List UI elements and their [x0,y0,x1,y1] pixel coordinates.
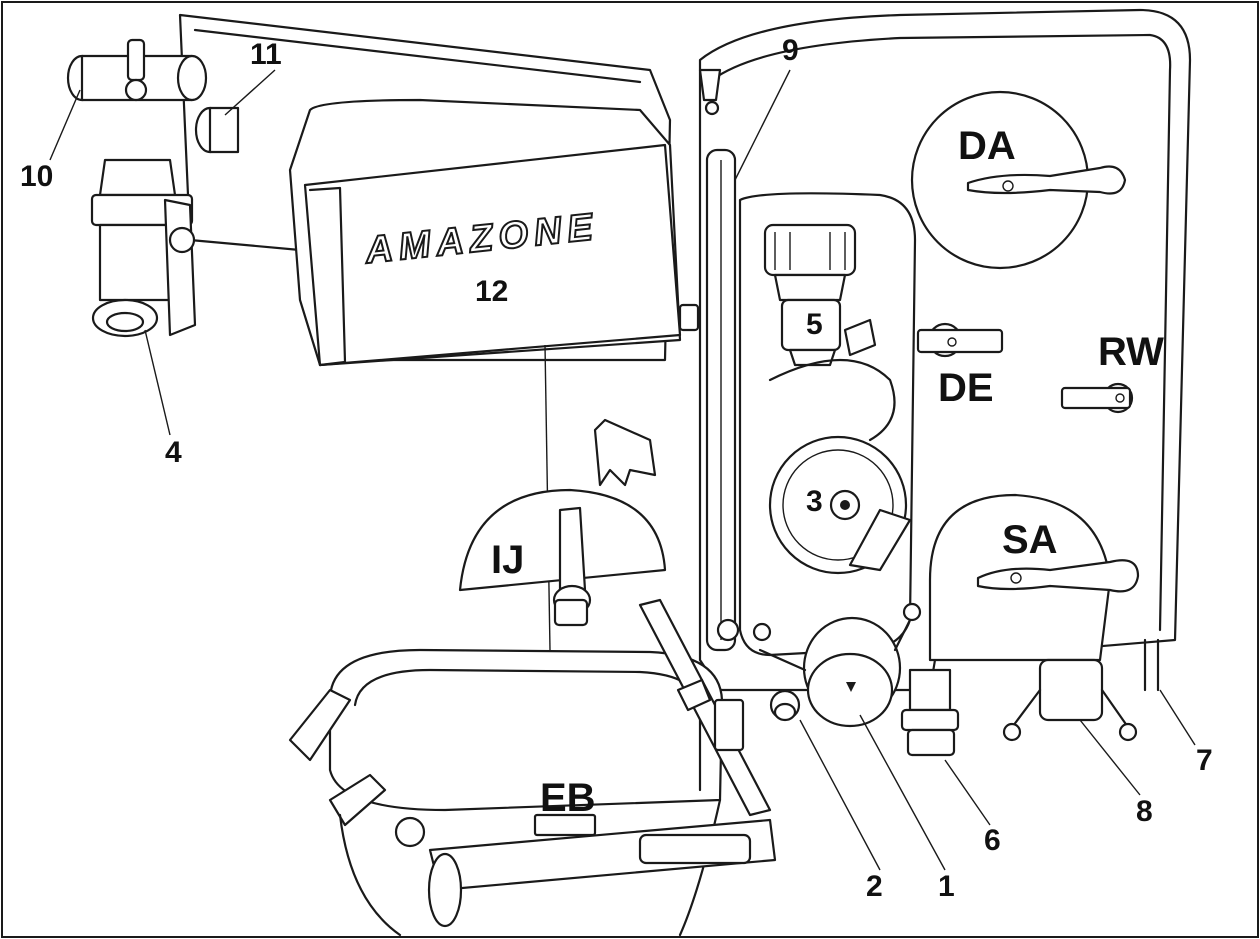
filter-5 [763,223,896,442]
lever-de [916,322,1004,358]
label-5: 5 [806,308,823,341]
lever-rw [1060,382,1134,414]
coupling-1 [752,602,922,728]
valve-da [910,90,1127,270]
valve-4 [66,38,240,338]
pipe-7 [1143,638,1160,692]
connector-2 [769,689,801,722]
filter-3 [768,435,912,575]
outlet-8 [1002,658,1138,742]
valve-sa [928,493,1140,662]
label-da: DA [958,124,1016,168]
label-9: 9 [782,34,799,67]
label-eb: EB [540,776,596,820]
label-rw: RW [1098,330,1164,374]
label-11: 11 [250,38,282,71]
label-de: DE [938,366,994,410]
label-1: 1 [938,870,955,903]
lever-ij [458,488,667,627]
leader-lines [49,69,1196,871]
label-3: 3 [806,485,823,518]
label-4: 4 [165,436,182,469]
tank-eb [288,598,777,937]
label-2: 2 [866,870,883,903]
label-10: 10 [20,160,54,193]
hook [593,418,657,487]
label-ij: IJ [491,538,525,582]
label-8: 8 [1136,795,1153,828]
label-6: 6 [984,824,1001,857]
label-7: 7 [1196,744,1213,777]
hopper-lid [178,13,700,651]
pipe-6 [900,668,960,757]
label-12: 12 [475,275,509,308]
label-sa: SA [1002,518,1058,562]
